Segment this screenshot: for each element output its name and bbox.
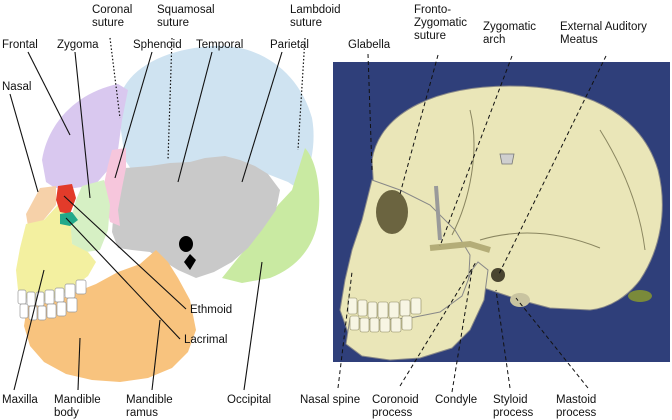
label-nasal: Nasal <box>2 81 31 93</box>
label-sphenoid: Sphenoid <box>133 39 182 51</box>
mastoid-shape <box>184 254 196 270</box>
photo-orbit <box>376 190 408 234</box>
zygoma-bone <box>70 180 110 252</box>
label-nasal-spine: Nasal spine <box>300 394 360 406</box>
label-zygoma: Zygoma <box>57 39 99 51</box>
photo-clip <box>499 153 515 165</box>
label-frontal: Frontal <box>2 39 38 51</box>
temporal-bone <box>112 156 280 278</box>
skull-photo-panel <box>333 62 670 362</box>
colored-skull-diagram <box>16 45 320 382</box>
maxilla-bone <box>16 205 96 302</box>
photo-mandible <box>345 261 489 361</box>
label-temporal: Temporal <box>196 39 243 51</box>
nasal-bone <box>26 186 56 226</box>
ethmoid-bone <box>56 184 76 214</box>
label-maxilla: Maxilla <box>2 394 38 406</box>
label-condyle: Condyle <box>435 394 477 406</box>
photo-metal-pin <box>434 185 442 241</box>
mandible-bone <box>24 250 196 382</box>
label-parietal: Parietal <box>270 39 309 51</box>
right-pointers <box>337 53 607 393</box>
left-pointers <box>9 37 306 391</box>
photo-lambdoid-suture-line <box>599 129 646 251</box>
photo-occipital-shadow <box>628 290 652 302</box>
label-ethmoid: Ethmoid <box>190 304 232 316</box>
photo-teeth <box>347 297 422 333</box>
lacrimal-bone <box>60 212 78 226</box>
photo-zygomatic-arch <box>429 240 491 253</box>
photo-squamosal-suture-line <box>479 232 601 249</box>
teeth <box>17 279 87 321</box>
parietal-bone <box>118 45 314 190</box>
auditory-meatus-hole <box>179 236 193 252</box>
label-occipital: Occipital <box>227 394 271 406</box>
frontal-bone <box>42 84 128 188</box>
photo-mastoid-shadow <box>510 293 530 307</box>
label-glabella: Glabella <box>348 39 391 51</box>
photo-auditory-meatus <box>491 268 505 282</box>
label-lacrimal: Lacrimal <box>184 334 227 346</box>
photo-coronal-suture-line <box>451 109 475 236</box>
